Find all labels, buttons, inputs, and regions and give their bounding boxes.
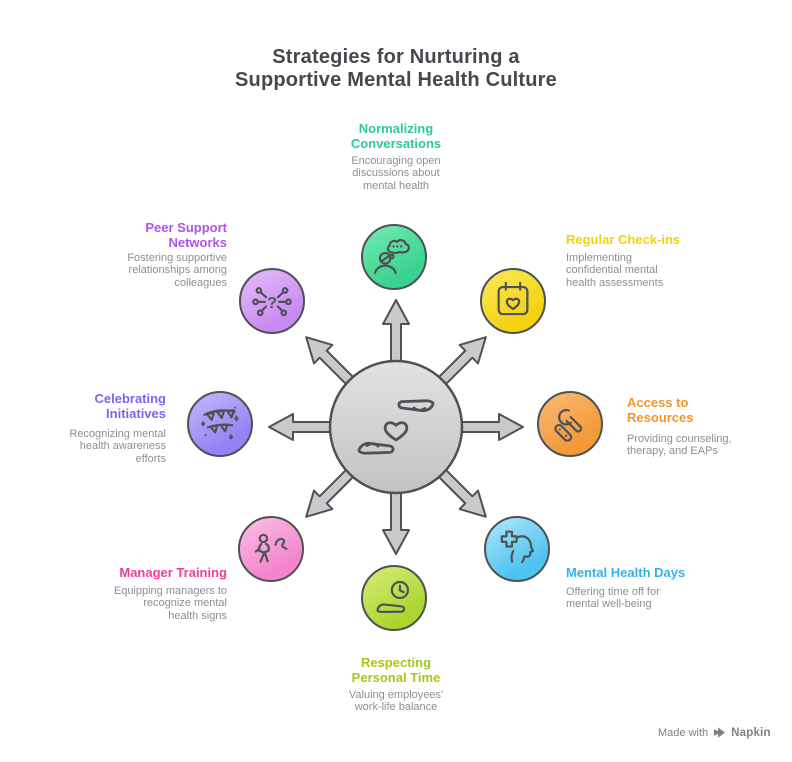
calendar-heart-icon — [480, 268, 546, 334]
section-description: Offering time off for mental well-being — [566, 586, 660, 611]
section-title: Celebrating Initiatives — [94, 391, 166, 421]
section-description: Equipping managers to recognize mental h… — [113, 585, 227, 622]
page-title-line1: Strategies for Nurturing a — [272, 46, 520, 68]
wrench-tools-icon — [537, 391, 603, 457]
section-title: Manager Training — [119, 565, 227, 580]
hub-circle — [328, 359, 464, 495]
hub-and-arrows — [268, 299, 524, 555]
section-description: Valuing employees' work-life balance — [348, 689, 444, 714]
section-description: Implementing confidential mental health … — [566, 252, 664, 289]
person-gesture-icon — [238, 516, 304, 582]
party-bunting-icon — [187, 391, 253, 457]
svg-text:?: ? — [267, 294, 277, 312]
section-description: Fostering supportive relationships among… — [127, 252, 227, 289]
head-medical-cross-icon — [484, 516, 550, 582]
network-question-icon: ? — [239, 268, 305, 334]
made-with-napkin: Made with Napkin — [658, 726, 771, 739]
napkin-logo-icon — [714, 727, 726, 738]
section-title: Regular Check-ins — [566, 232, 681, 247]
section-title: Normalizing Conversations — [350, 121, 442, 151]
made-with-label: Made with — [658, 726, 709, 739]
section-title: Peer Support Networks — [145, 220, 227, 250]
section-description: Recognizing mental health awareness effo… — [69, 428, 166, 465]
section-title: Access to Resources — [627, 395, 694, 425]
section-description: Encouraging open discussions about menta… — [351, 155, 441, 192]
page-title: Strategies for Nurturing a Supportive Me… — [0, 46, 792, 92]
section-title: Mental Health Days — [566, 565, 686, 580]
section-title: Respecting Personal Time — [351, 655, 441, 685]
person-thought-bubble-icon — [361, 224, 427, 290]
napkin-brand: Napkin — [731, 726, 771, 739]
section-description: Providing counseling, therapy, and EAPs — [627, 433, 732, 458]
hands-holding-heart-icon — [357, 399, 435, 455]
clock-resting-hand-icon — [361, 565, 427, 631]
page-title-line2: Supportive Mental Health Culture — [235, 69, 557, 91]
